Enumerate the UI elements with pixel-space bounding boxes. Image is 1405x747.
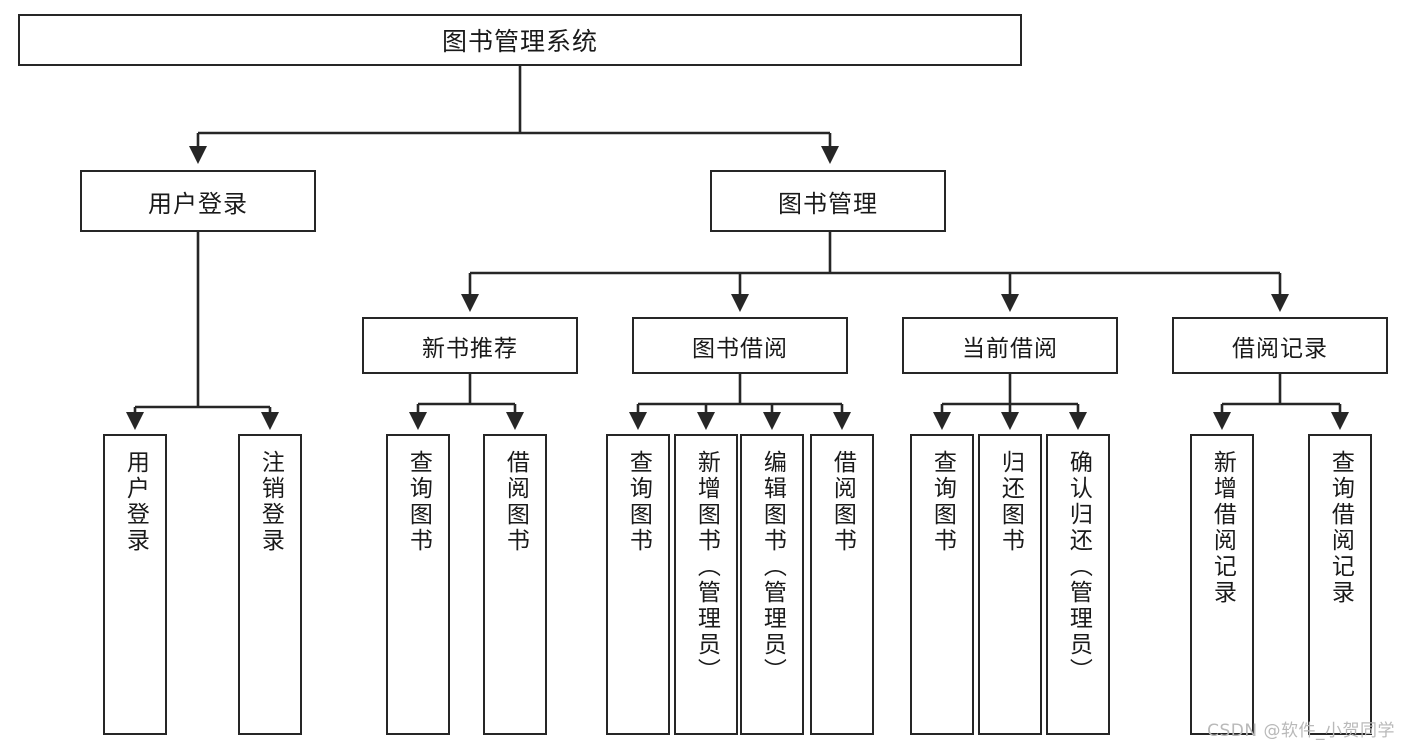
leaf-label: 新增图书（管理员） bbox=[693, 450, 720, 684]
node-borrow-record[interactable]: 借阅记录 bbox=[1172, 317, 1388, 374]
leaf-new-book-borrow[interactable]: 借阅图书 bbox=[483, 434, 547, 735]
leaf-book-borrow-borrow[interactable]: 借阅图书 bbox=[810, 434, 874, 735]
node-new-book-recommend[interactable]: 新书推荐 bbox=[362, 317, 578, 374]
node-book-borrow-label: 图书借阅 bbox=[692, 335, 788, 362]
leaf-current-borrow-confirm[interactable]: 确认归还（管理员） bbox=[1046, 434, 1110, 735]
leaf-label: 新增借阅记录 bbox=[1209, 450, 1236, 606]
leaf-new-book-query[interactable]: 查询图书 bbox=[386, 434, 450, 735]
node-root[interactable]: 图书管理系统 bbox=[18, 14, 1022, 66]
watermark-text: CSDN @软件_小贺同学 bbox=[1207, 721, 1395, 741]
leaf-current-borrow-return[interactable]: 归还图书 bbox=[978, 434, 1042, 735]
leaf-borrow-record-add[interactable]: 新增借阅记录 bbox=[1190, 434, 1254, 735]
leaf-label: 借阅图书 bbox=[829, 450, 856, 554]
leaf-label: 编辑图书（管理员） bbox=[759, 450, 786, 684]
leaf-label: 查询图书 bbox=[625, 450, 652, 554]
node-borrow-record-label: 借阅记录 bbox=[1232, 335, 1328, 362]
leaf-book-borrow-edit[interactable]: 编辑图书（管理员） bbox=[740, 434, 804, 735]
node-current-borrow[interactable]: 当前借阅 bbox=[902, 317, 1118, 374]
node-book-management[interactable]: 图书管理 bbox=[710, 170, 946, 232]
node-user-login-label: 用户登录 bbox=[148, 189, 248, 218]
leaf-user-login-logout[interactable]: 注销登录 bbox=[238, 434, 302, 735]
node-book-borrow[interactable]: 图书借阅 bbox=[632, 317, 848, 374]
leaf-label: 查询图书 bbox=[929, 450, 956, 554]
leaf-user-login-login[interactable]: 用户登录 bbox=[103, 434, 167, 735]
leaf-book-borrow-add[interactable]: 新增图书（管理员） bbox=[674, 434, 738, 735]
leaf-borrow-record-query[interactable]: 查询借阅记录 bbox=[1308, 434, 1372, 735]
leaf-label: 确认归还（管理员） bbox=[1065, 450, 1092, 684]
node-root-label: 图书管理系统 bbox=[441, 27, 598, 56]
leaf-book-borrow-query[interactable]: 查询图书 bbox=[606, 434, 670, 735]
node-user-login[interactable]: 用户登录 bbox=[80, 170, 316, 232]
leaf-label: 注销登录 bbox=[257, 450, 284, 554]
node-current-borrow-label: 当前借阅 bbox=[962, 335, 1058, 362]
leaf-label: 用户登录 bbox=[122, 450, 149, 554]
leaf-label: 查询图书 bbox=[405, 450, 432, 554]
leaf-label: 查询借阅记录 bbox=[1327, 450, 1354, 606]
node-new-book-recommend-label: 新书推荐 bbox=[422, 335, 518, 362]
node-book-management-label: 图书管理 bbox=[778, 189, 878, 218]
leaf-label: 归还图书 bbox=[997, 450, 1024, 554]
leaf-label: 借阅图书 bbox=[502, 450, 529, 554]
leaf-current-borrow-query[interactable]: 查询图书 bbox=[910, 434, 974, 735]
